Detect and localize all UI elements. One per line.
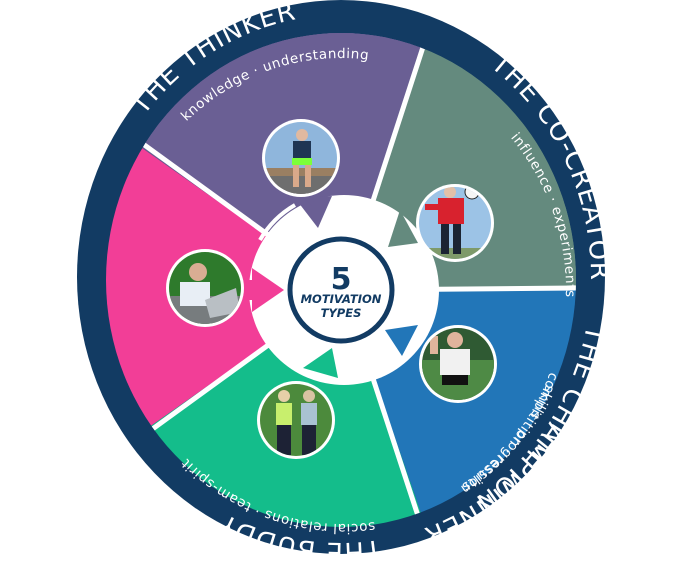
center-number: 5 <box>331 262 352 297</box>
center-label-line2: TYPES <box>321 306 362 320</box>
arrow-buddy-icon <box>303 348 338 378</box>
center-ring <box>287 236 395 344</box>
photo-champion <box>416 184 494 262</box>
photo-buddy <box>257 381 335 459</box>
photo-co-creator <box>262 119 340 197</box>
arrow-champion-icon <box>388 210 418 247</box>
photo-winner <box>419 325 497 403</box>
center-label-line1: MOTIVATION <box>301 292 382 306</box>
arrow-winner-icon <box>385 325 418 356</box>
center-hub: 5 MOTIVATION TYPES <box>238 186 439 385</box>
